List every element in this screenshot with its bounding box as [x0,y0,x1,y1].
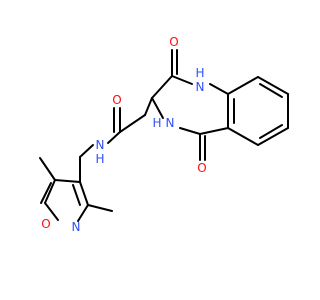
amide-hydrogen-label: H [95,152,104,166]
bond [151,75,173,99]
ring-hydrogen-top-label: H [195,66,204,80]
bond [171,75,193,85]
bond [179,127,201,135]
ring-hydrogen-bottom-label: H [152,116,161,130]
bond [227,76,259,95]
isoxazole-nitrogen-label: N [72,220,81,234]
diazepine-ring [151,49,229,161]
bond [107,131,121,144]
bond [79,144,94,158]
double-bond-inner [259,83,283,98]
bond [227,127,259,146]
amide-nitrogen-label: N [96,138,105,152]
canvas-background [0,0,300,300]
bond [257,127,289,146]
methyl-bond [39,157,56,181]
bond [77,204,89,222]
ring-nitrogen-bottom-label: N [166,116,175,130]
double-bond-inner [40,182,52,204]
bond [119,114,146,133]
ketone-oxygen-bottom-label: O [197,161,206,175]
bond [44,202,59,221]
amide-oxygen-label: O [112,93,121,107]
bond [54,179,81,183]
propanamide-chain [79,97,153,158]
ketone-oxygen-top-label: O [169,35,178,49]
methyl-bond [87,204,113,212]
atom-labels: N H N H O O O N H O N [41,35,206,234]
bond [151,97,164,119]
benzene-ring [227,76,289,146]
bond [199,127,229,135]
bond [144,97,153,116]
isoxazole-oxygen-label: O [41,217,50,231]
isoxazole-ring [39,156,113,222]
double-bond-inner [72,184,81,206]
ring-nitrogen-top-label: N [196,80,205,94]
bond [257,76,289,95]
bond [209,83,229,95]
molecule-structure: N H N H O O O N H O N [0,0,300,300]
bond [79,181,89,206]
double-bond-inner [259,124,283,139]
bond [44,179,56,204]
